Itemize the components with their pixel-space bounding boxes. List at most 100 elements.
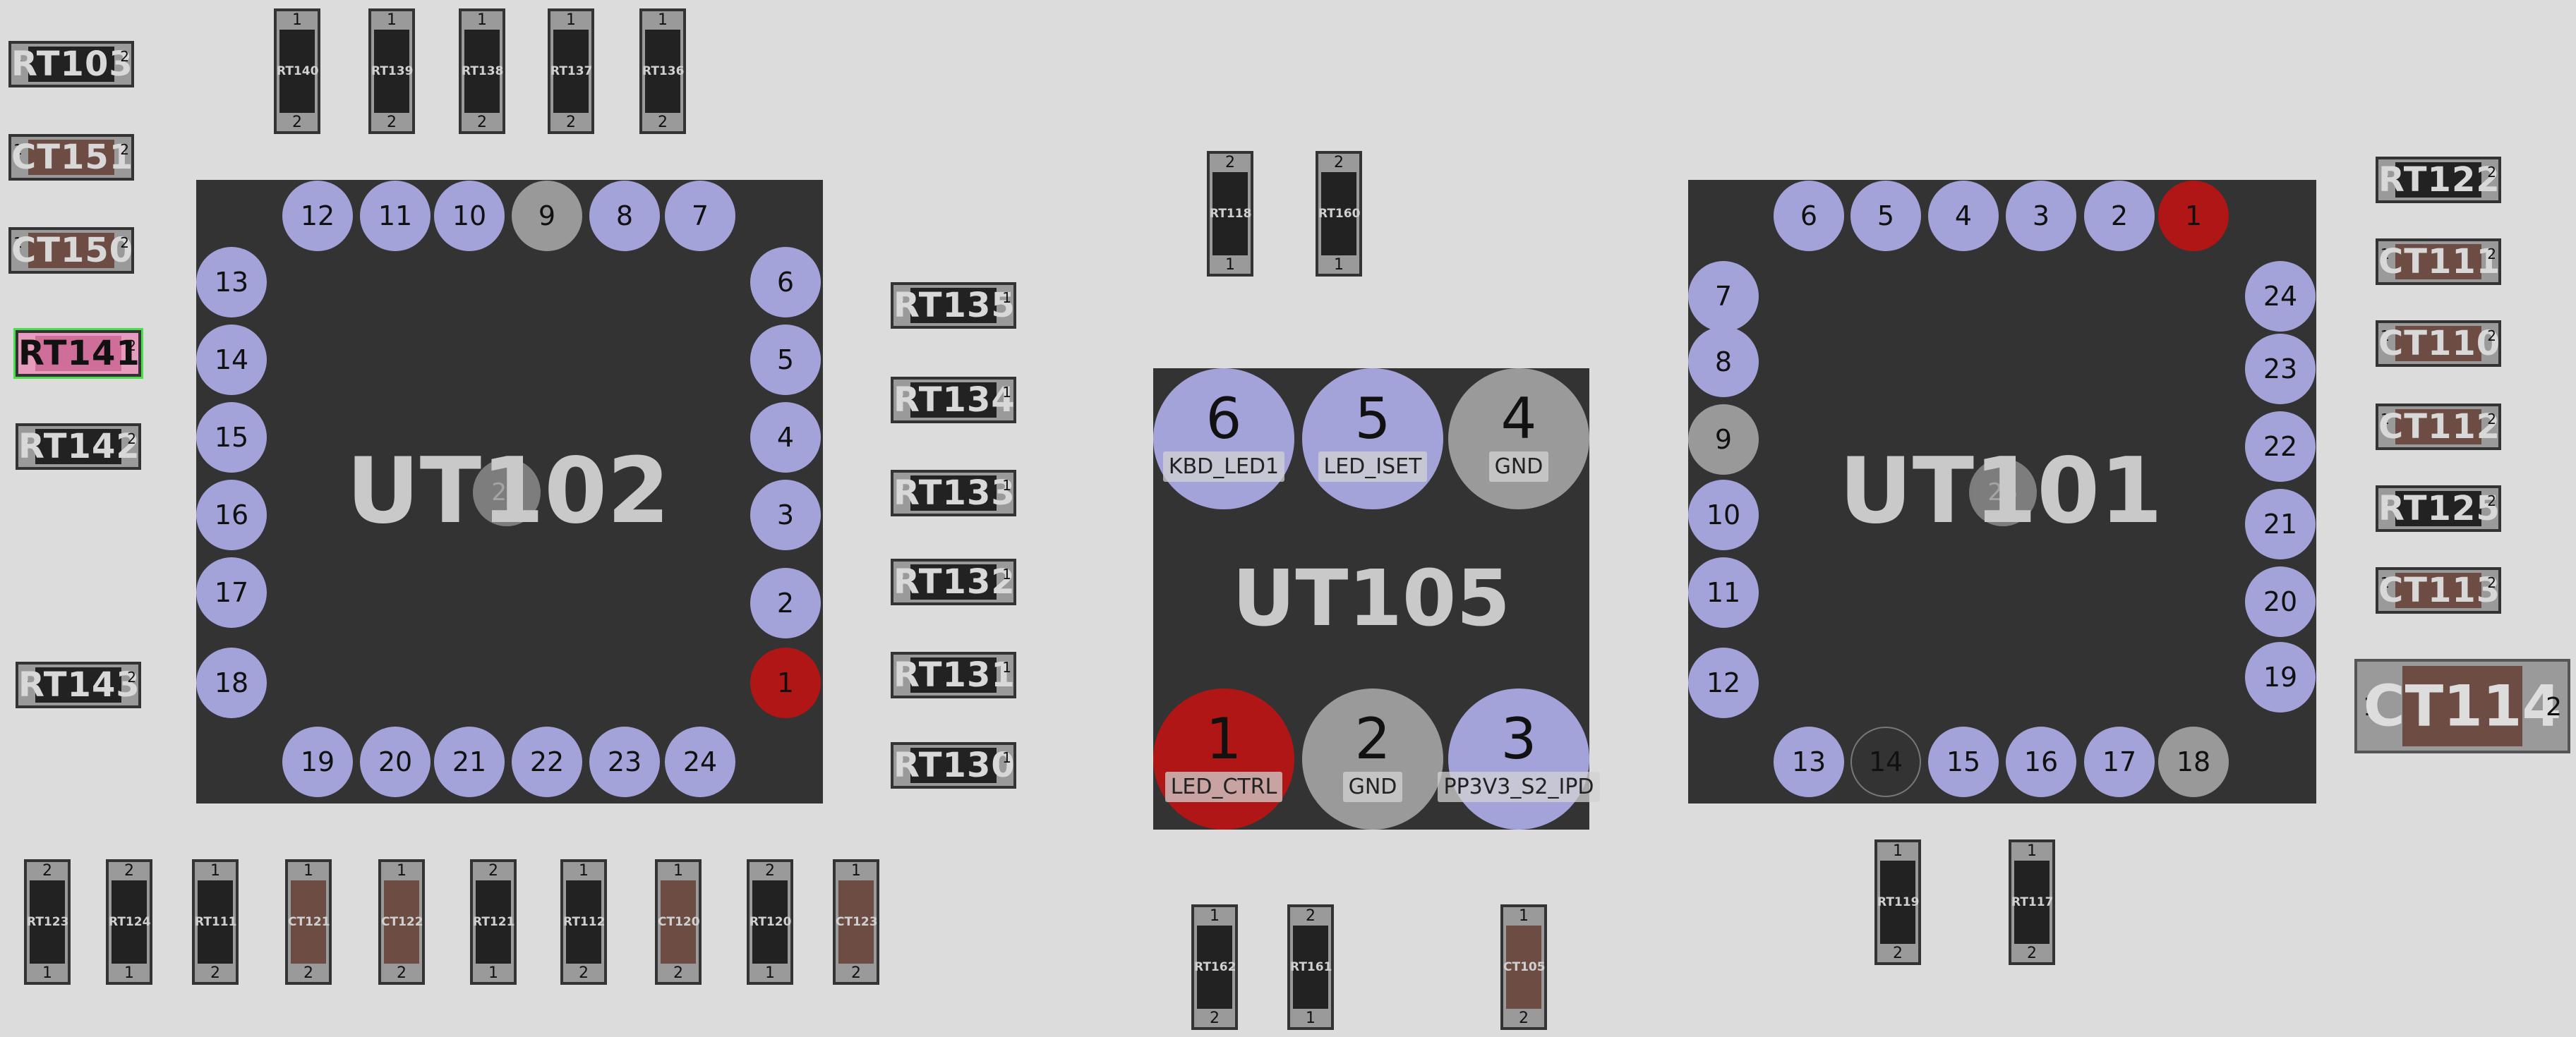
exposed-pad-ut101[interactable]: 25: [1969, 459, 2037, 526]
pad-ut102-11[interactable]: 11: [360, 181, 431, 251]
pad-ut102-23[interactable]: 23: [589, 727, 660, 797]
pad-ut101-6[interactable]: 6: [1774, 181, 1844, 251]
pad-ut101-19[interactable]: 19: [2245, 642, 2316, 712]
pad-ut102-17[interactable]: 17: [196, 557, 267, 628]
pad-ut101-16[interactable]: 16: [2006, 727, 2076, 797]
pad-ut102-8[interactable]: 8: [589, 181, 660, 251]
pad-ut102-24[interactable]: 24: [665, 727, 735, 797]
pad-ut102-14[interactable]: 14: [196, 325, 267, 395]
pad-ut101-9[interactable]: 9: [1688, 404, 1759, 475]
pad-ut102-2[interactable]: 2: [750, 568, 821, 638]
pad-ut102-6[interactable]: 6: [750, 247, 821, 317]
part-body: [35, 667, 121, 703]
pad-ut102-5[interactable]: 5: [750, 325, 821, 395]
pin-label: 2: [1225, 154, 1235, 171]
pad-ut102-3[interactable]: 3: [750, 480, 821, 550]
pad-ut101-21[interactable]: 21: [2245, 489, 2316, 559]
pad-ut101-12[interactable]: 12: [1688, 648, 1759, 718]
pad-ut101-17[interactable]: 17: [2084, 727, 2155, 797]
pad-ut102-18[interactable]: 18: [196, 648, 267, 718]
pad-ut102-12[interactable]: 12: [282, 181, 353, 251]
pad-ut102-16[interactable]: 16: [196, 480, 267, 550]
pad-ut101-8[interactable]: 8: [1688, 327, 1759, 397]
exposed-pad-ut102[interactable]: 25: [473, 459, 541, 526]
pad-ut101-2[interactable]: 2: [2084, 181, 2155, 251]
pad-ut102-21[interactable]: 21: [434, 727, 505, 797]
pad-ut102-20[interactable]: 20: [360, 727, 431, 797]
capacitor-ct114[interactable]: 1 CT114 2: [2354, 659, 2570, 753]
pad-ut101-5[interactable]: 5: [1850, 181, 1921, 251]
pad-ut101-22[interactable]: 22: [2245, 411, 2316, 482]
pad-ut101-13[interactable]: 13: [1774, 727, 1844, 797]
pad-ut102-13[interactable]: 13: [196, 247, 267, 317]
pad-ut101-11[interactable]: 11: [1688, 557, 1759, 628]
pad-ut102-7[interactable]: 7: [665, 181, 735, 251]
pad-ut102-15[interactable]: 15: [196, 402, 267, 473]
pad-ut102-9[interactable]: 9: [512, 181, 582, 251]
pad-ut101-23[interactable]: 23: [2245, 334, 2316, 404]
pad-ut101-20[interactable]: 20: [2245, 566, 2316, 637]
pad-ut101-24[interactable]: 24: [2245, 261, 2316, 332]
pad-ut101-15[interactable]: 15: [1928, 727, 1999, 797]
pad-ut102-19[interactable]: 19: [282, 727, 353, 797]
pad-ut101-1[interactable]: 1: [2158, 181, 2229, 251]
pad-ut101-3[interactable]: 3: [2006, 181, 2076, 251]
pad-ut101-7[interactable]: 7: [1688, 261, 1759, 332]
pad-ut101-4[interactable]: 4: [1928, 181, 1999, 251]
pad-ut102-4[interactable]: 4: [750, 402, 821, 473]
pad-ut101-10[interactable]: 10: [1688, 480, 1759, 550]
pad-ut101-14[interactable]: 14: [1850, 727, 1921, 797]
pad-ut101-18[interactable]: 18: [2158, 727, 2229, 797]
pin-label: 2: [397, 964, 407, 982]
pad-ut102-10[interactable]: 10: [434, 181, 505, 251]
pad-ut102-22[interactable]: 22: [512, 727, 582, 797]
pad-ut102-1[interactable]: 1: [750, 648, 821, 718]
